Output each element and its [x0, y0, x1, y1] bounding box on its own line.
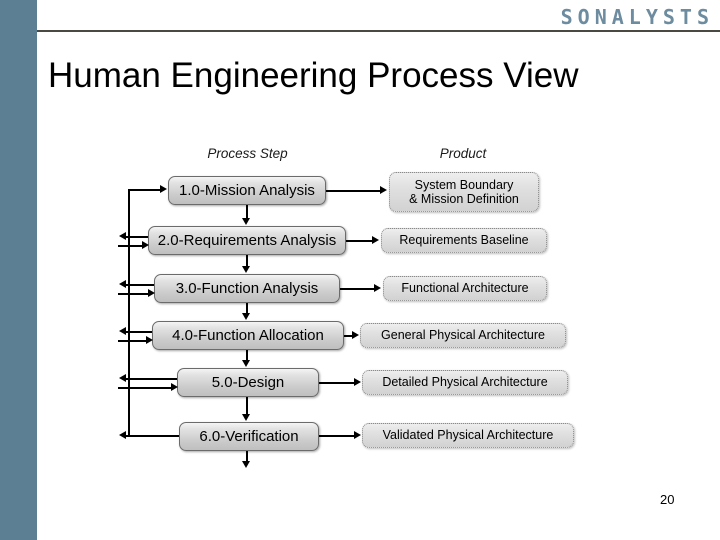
- feedback-in-line-4: [118, 340, 146, 342]
- process-node-3[interactable]: 3.0-Function Analysis: [154, 274, 340, 303]
- entry-line-node-1: [128, 189, 160, 191]
- feedback-out-arrow-4: [119, 327, 126, 335]
- feedback-out-line-6: [126, 435, 179, 437]
- feedback-in-line-5: [118, 387, 171, 389]
- entry-arrow-node-1: [160, 185, 167, 193]
- product-node-6[interactable]: Validated Physical Architecture: [362, 423, 574, 448]
- product-link-arrow-2: [372, 236, 379, 244]
- product-link-arrow-4: [352, 331, 359, 339]
- product-node-3[interactable]: Functional Architecture: [383, 276, 547, 301]
- flow-line-2-3: [246, 255, 248, 266]
- flow-arrow-1-2: [242, 218, 250, 225]
- product-link-line-4: [344, 335, 352, 337]
- column-header-product: Product: [439, 146, 487, 161]
- feedback-out-line-3: [126, 284, 154, 286]
- feedback-in-line-2: [118, 245, 142, 247]
- product-node-4[interactable]: General Physical Architecture: [360, 323, 566, 348]
- feedback-out-arrow-3: [119, 280, 126, 288]
- column-header-process-step: Process Step: [207, 146, 288, 161]
- flow-line-exit: [246, 451, 248, 462]
- feedback-out-arrow-5: [119, 374, 126, 382]
- product-node-2[interactable]: Requirements Baseline: [381, 228, 547, 253]
- product-link-line-2: [346, 240, 372, 242]
- feedback-out-line-2: [126, 236, 148, 238]
- flow-arrow-5-6: [242, 414, 250, 421]
- product-node-1[interactable]: System Boundary & Mission Definition: [389, 172, 539, 212]
- flow-arrow-4-5: [242, 360, 250, 367]
- product-link-line-1: [326, 190, 380, 192]
- product-link-line-3: [340, 288, 374, 290]
- flow-arrow-2-3: [242, 266, 250, 273]
- product-link-arrow-1: [380, 186, 387, 194]
- process-node-5[interactable]: 5.0-Design: [177, 368, 319, 397]
- product-link-arrow-3: [374, 284, 381, 292]
- process-node-4[interactable]: 4.0-Function Allocation: [152, 321, 344, 350]
- process-node-6[interactable]: 6.0-Verification: [179, 422, 319, 451]
- feedback-in-arrow-5: [171, 383, 178, 391]
- slide-accent-sidebar: [0, 0, 37, 540]
- feedback-in-arrow-2: [142, 241, 149, 249]
- feedback-out-line-4: [126, 331, 152, 333]
- sonalysts-logo: SONALYSTS: [560, 5, 714, 29]
- flow-line-1-2: [246, 205, 248, 219]
- product-link-line-5: [319, 382, 354, 384]
- feedback-out-arrow-6: [119, 431, 126, 439]
- process-node-2[interactable]: 2.0-Requirements Analysis: [148, 226, 346, 255]
- feedback-in-arrow-4: [146, 336, 153, 344]
- flow-arrow-exit: [242, 461, 250, 468]
- flow-line-4-5: [246, 350, 248, 361]
- feedback-out-line-5: [126, 378, 177, 380]
- product-link-arrow-5: [354, 378, 361, 386]
- feedback-in-line-3: [118, 293, 148, 295]
- feedback-spine: [128, 189, 130, 436]
- flow-line-5-6: [246, 397, 248, 415]
- flow-line-3-4: [246, 303, 248, 314]
- process-node-1[interactable]: 1.0-Mission Analysis: [168, 176, 326, 205]
- page-number: 20: [660, 492, 675, 507]
- feedback-in-arrow-3: [148, 289, 155, 297]
- product-node-5[interactable]: Detailed Physical Architecture: [362, 370, 568, 395]
- header-divider: [37, 30, 720, 32]
- page-title: Human Engineering Process View: [48, 56, 579, 95]
- feedback-out-arrow-2: [119, 232, 126, 240]
- product-link-line-6: [319, 435, 354, 437]
- flow-arrow-3-4: [242, 313, 250, 320]
- product-link-arrow-6: [354, 431, 361, 439]
